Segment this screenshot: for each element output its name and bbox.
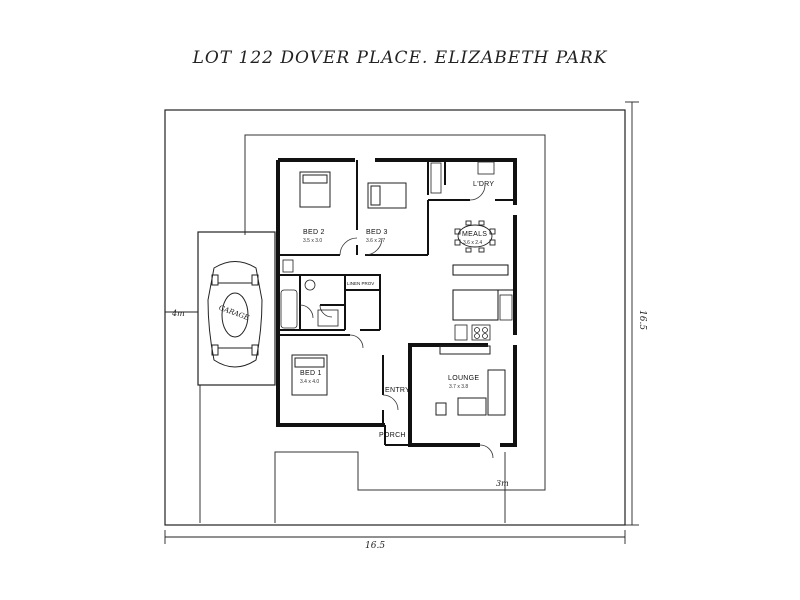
entry-label: ENTRY: [385, 387, 410, 394]
laundry-label: L'DRY: [473, 181, 494, 188]
kitchen-fixtures: [454, 294, 513, 341]
linen-label: LINEN PROV: [347, 281, 374, 286]
front-setback-label: 3m: [496, 479, 509, 488]
dimension-labels: 4m 16.5 16.5 3m: [171, 309, 647, 551]
porch-label: PORCH: [379, 432, 406, 439]
meals-table: [454, 220, 496, 253]
bed-2-dim: 3.5 x 3.0: [303, 238, 322, 244]
meals-label: MEALS: [462, 231, 487, 238]
bed-3-label: BED 3: [366, 229, 388, 236]
meals-dim: 3.6 x 2.4: [463, 240, 482, 246]
room-labels: BED 2 3.5 x 3.0 BED 3 3.6 x 2.7 BED 1 3.…: [300, 181, 494, 439]
dimension-lines: [164, 101, 639, 544]
lounge-furniture: [435, 345, 506, 416]
left-setback-label: 4m: [171, 309, 185, 318]
plan-title: LOT 122 DOVER PLACE. ELIZABETH PARK: [192, 48, 608, 68]
door-swings: [299, 184, 494, 459]
lounge-label: LOUNGE: [448, 375, 479, 382]
bed-1-furniture: [291, 354, 328, 396]
bathroom-fixtures: [280, 259, 339, 329]
bed-1-dim: 3.4 x 4.0: [300, 379, 319, 385]
bed-3-dim: 3.6 x 2.7: [366, 238, 385, 244]
garage: GARAGE: [197, 231, 276, 386]
bed-2-label: BED 2: [303, 229, 325, 236]
bed-3-furniture: [367, 182, 407, 209]
house-walls: [276, 158, 517, 447]
lounge-dim: 3.7 x 3.8: [449, 384, 468, 390]
bed-1-label: BED 1: [300, 370, 322, 377]
interior-walls: [278, 160, 515, 446]
bed-2-furniture: [299, 171, 331, 208]
lot-boundary: [164, 109, 626, 526]
bottom-width-label: 16.5: [365, 541, 385, 551]
right-depth-label: 16.5: [637, 310, 647, 330]
laundry-fixtures: [430, 161, 495, 194]
car-icon: [207, 261, 263, 368]
